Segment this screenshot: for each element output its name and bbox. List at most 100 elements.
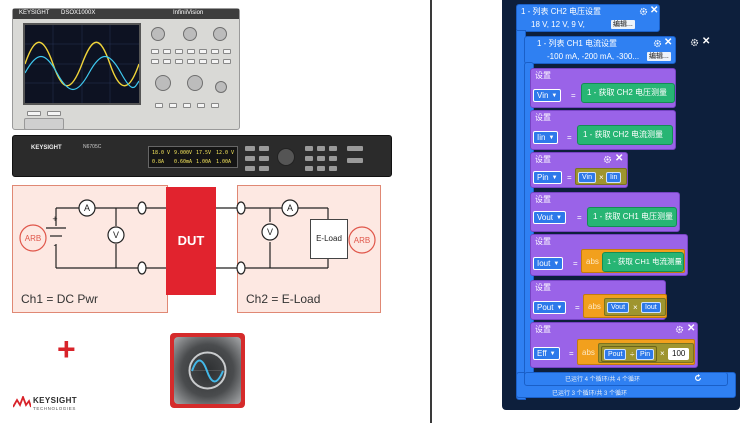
ammeter-label: A [83, 203, 90, 213]
chevron-down-icon: ▼ [551, 93, 558, 99]
psu-reading: 1.00A [196, 159, 212, 165]
var-pin-ref[interactable]: Pin [636, 349, 655, 360]
multiply-sign: × [599, 173, 604, 182]
scope-button [155, 103, 163, 108]
close-icon[interactable]: ✕ [650, 5, 659, 16]
ch2-circuit-box: Ch2 = E-Load [237, 185, 381, 313]
psu-keypad-key [317, 146, 325, 151]
gear-icon[interactable] [603, 155, 612, 164]
set-label: 设置 [535, 195, 551, 204]
psu-button [245, 166, 255, 171]
var-vin-chip[interactable]: Vin▼ [533, 89, 562, 102]
var-eff-chip[interactable]: Eff▼ [533, 347, 560, 360]
psu-reading: 9.000V [174, 150, 193, 156]
scope-control-panel [147, 23, 235, 119]
psu-keypad-key [329, 156, 337, 161]
oscilloscope-image: KEYSIGHT DSOX1000X InfiniiVision [12, 8, 240, 130]
set-vin-block[interactable]: 设置 Vin▼ = 1 - 获取 CH2 电压测量 [530, 68, 676, 108]
divide-block[interactable]: Pout ÷ Pin [601, 346, 657, 362]
set-eff-block[interactable]: 设置 ✕ Eff▼ = abs Pout ÷ Pin × 100 [530, 322, 698, 368]
multiply-sign: × [633, 303, 638, 312]
psu-reading: 18.0 V [152, 150, 171, 156]
ammeter-ch2 [281, 199, 299, 217]
scope-button [199, 59, 207, 64]
var-pout-chip[interactable]: Pout▼ [533, 301, 567, 314]
equals-sign: = [577, 213, 582, 222]
scope-button [169, 103, 177, 108]
scope-button [163, 49, 171, 54]
abs-block[interactable]: abs Pout ÷ Pin × 100 [577, 339, 695, 365]
scope-button [211, 49, 219, 54]
scope-button [223, 59, 231, 64]
close-icon[interactable]: ✕ [702, 36, 711, 47]
number-input[interactable]: 100 [668, 348, 690, 360]
voltmeter-ch1 [107, 226, 125, 244]
set-pin-block[interactable]: 设置 ✕ Pin▼ = Vin × Iin [530, 152, 628, 188]
get-ch2-current-block[interactable]: 1 - 获取 CH2 电流测量 [577, 125, 673, 145]
gear-icon[interactable] [675, 325, 684, 334]
close-icon[interactable]: ✕ [687, 323, 696, 334]
var-iout-ref[interactable]: Iout [641, 302, 661, 313]
scope-button [163, 59, 171, 64]
psu-reading: 0.8A [152, 159, 165, 165]
psu-keypad-key [317, 156, 325, 161]
set-iout-block[interactable]: 设置 Iout▼ = abs 1 - 获取 CH1 电流测量 [530, 234, 688, 276]
abs-block[interactable]: abs Vout × Iout [583, 294, 667, 318]
equals-sign: = [575, 303, 580, 312]
list-ch2-voltage-block[interactable]: 1 - 列表 CH2 电压设置 18 V, 12 V, 9 V, 编辑... ✕ [516, 4, 660, 32]
ammeter-ch1 [78, 199, 96, 217]
ammeter-label: A [286, 203, 293, 213]
var-pin-chip[interactable]: Pin▼ [533, 171, 562, 184]
loop-status-inner: 已运行 4 个循环/共 4 个循环 [565, 377, 641, 383]
var-iin-ref[interactable]: Iin [606, 172, 622, 183]
set-pout-block[interactable]: 设置 Pout▼ = abs Vout × Iout [530, 280, 667, 320]
chevron-down-icon: ▼ [556, 215, 562, 221]
dut-block: DUT [166, 187, 216, 295]
refresh-icon[interactable] [694, 374, 702, 382]
set-iin-block[interactable]: 设置 Iin▼ = 1 - 获取 CH2 电流测量 [530, 110, 676, 150]
get-ch2-voltage-block[interactable]: 1 - 获取 CH2 电压测量 [581, 83, 675, 103]
panel-divider [430, 0, 432, 423]
get-ch1-voltage-block[interactable]: 1 - 获取 CH1 电压测量 [587, 207, 677, 227]
gear-icon[interactable] [653, 39, 662, 48]
var-iin-chip[interactable]: Iin▼ [533, 131, 559, 144]
block-workspace[interactable]: 1 - 列表 CH2 电压设置 18 V, 12 V, 9 V, 编辑... ✕… [502, 0, 740, 410]
close-icon[interactable]: ✕ [664, 37, 673, 48]
close-icon[interactable]: ✕ [615, 153, 624, 164]
scope-knob [215, 81, 227, 93]
set-vout-block[interactable]: 设置 Vout▼ = 1 - 获取 CH1 电压测量 [530, 192, 680, 232]
scope-knob [151, 27, 165, 41]
list-ch2-values: 18 V, 12 V, 9 V, [531, 20, 585, 29]
abs-block[interactable]: abs 1 - 获取 CH1 电流测量 [581, 249, 685, 273]
list-ch1-edit-button[interactable]: 编辑... [647, 52, 671, 61]
gear-icon[interactable] [690, 38, 699, 47]
psu-display: 18.0 V 9.000V 17.5V 12.0 V 0.8A 0.60mA 1… [148, 146, 238, 168]
psu-reading: 1.00A [216, 159, 232, 165]
keysight-wordmark: KEYSIGHT [33, 396, 78, 405]
voltmeter-ch2 [261, 223, 279, 241]
var-pout-ref[interactable]: Pout [604, 349, 627, 360]
list-ch1-footer: 已运行 4 个循环/共 4 个循环 [524, 372, 728, 386]
list-ch2-edit-button[interactable]: 编辑... [611, 20, 635, 29]
multiply-block[interactable]: Pout ÷ Pin × 100 [598, 343, 694, 363]
keysight-logo-icon [13, 396, 31, 408]
set-label: 设置 [535, 155, 551, 164]
multiply-block[interactable]: Vout × Iout [604, 298, 666, 316]
psu-keypad-key [329, 166, 337, 171]
equals-sign: = [571, 91, 576, 100]
scope-knob [187, 75, 203, 91]
var-vin-ref[interactable]: Vin [578, 172, 596, 183]
var-vout-chip[interactable]: Vout▼ [533, 211, 566, 224]
var-iout-chip[interactable]: Iout▼ [533, 257, 564, 270]
loop-status-outer: 已运行 3 个循环/共 3 个循环 [552, 391, 628, 397]
gear-icon[interactable] [639, 7, 648, 16]
list-ch1-current-block[interactable]: 1 - 列表 CH1 电流设置 -100 mA, -200 mA, -300..… [524, 36, 676, 64]
bench-app-icon [170, 333, 245, 408]
scope-button [187, 59, 195, 64]
chevron-down-icon: ▼ [553, 261, 560, 267]
psu-reading: 0.60mA [174, 159, 193, 165]
get-ch1-current-block[interactable]: 1 - 获取 CH1 电流测量 [602, 252, 684, 272]
var-vout-ref[interactable]: Vout [607, 302, 630, 313]
multiply-block[interactable]: Vin × Iin [575, 168, 627, 185]
scope-button [199, 49, 207, 54]
